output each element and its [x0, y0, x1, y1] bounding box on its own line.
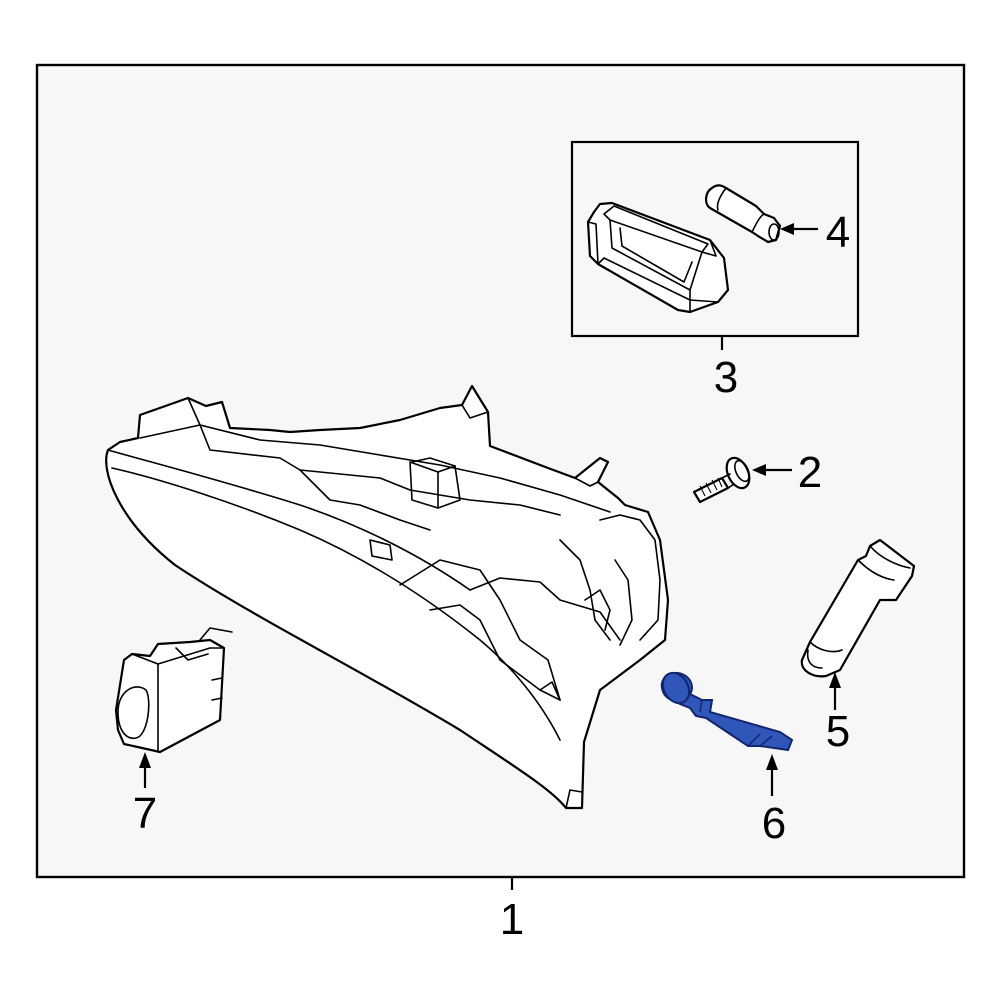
callout-6: 6 [762, 799, 786, 848]
callout-1: 1 [500, 895, 524, 944]
arrowhead-5 [829, 672, 841, 688]
lamp-housing-part[interactable] [586, 201, 730, 314]
damper-part[interactable] [800, 538, 916, 678]
bulb-part[interactable] [705, 184, 782, 244]
arrowhead-4 [780, 223, 794, 235]
callout-5: 5 [826, 707, 850, 756]
glove-box-part[interactable] [105, 384, 670, 810]
callout-2: 2 [798, 448, 822, 497]
pin-part[interactable] [658, 668, 794, 752]
arrowhead-7 [139, 752, 151, 768]
arrowhead-2 [752, 464, 766, 476]
latch-part[interactable] [114, 627, 233, 754]
arrowhead-6 [766, 754, 778, 770]
callout-3: 3 [714, 353, 738, 402]
screw-part[interactable] [692, 454, 754, 504]
callout-4: 4 [826, 208, 850, 257]
callout-7: 7 [133, 789, 157, 838]
